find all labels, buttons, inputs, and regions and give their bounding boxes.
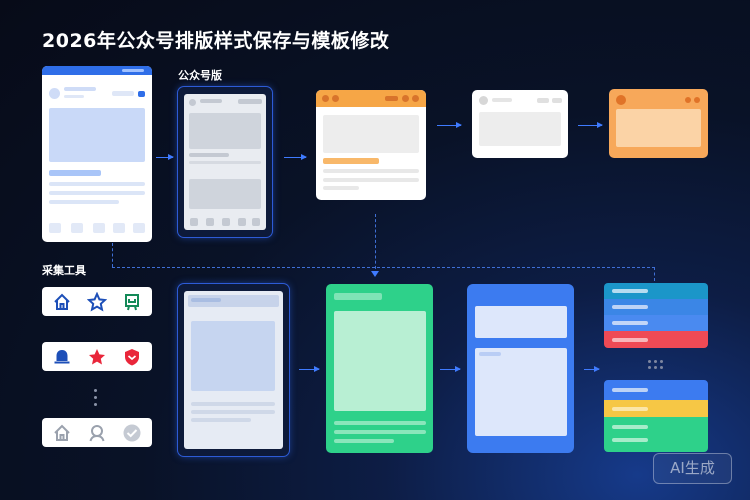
wechat-version-card: [178, 87, 272, 237]
dashed-line-right: [654, 267, 655, 281]
arrow-2: [284, 154, 307, 160]
page-title: 2026年公众号排版样式保存与模板修改: [42, 30, 390, 52]
arrow-7: [584, 366, 600, 372]
arrow-down: [371, 271, 379, 277]
search-icon: [89, 425, 105, 442]
arrow-6: [440, 366, 461, 372]
check-icon: [123, 424, 141, 442]
orange-final-card: [609, 89, 708, 158]
home-icon: [54, 293, 70, 310]
ai-generated-badge: AI生成: [653, 453, 732, 484]
arrow-3: [437, 122, 462, 128]
shield-icon: [125, 349, 139, 366]
icon-row-3[interactable]: [42, 418, 152, 447]
blue-template-card: [467, 284, 574, 453]
bell-icon: [54, 350, 70, 364]
source-article-card: [42, 66, 152, 242]
grid-dots: [648, 360, 664, 370]
stacked-list-top: [604, 283, 708, 348]
home-icon: [54, 424, 70, 441]
star-icon: [89, 349, 105, 365]
arrow-1: [156, 154, 174, 160]
stacked-list-bottom: [604, 380, 708, 452]
arrow-5: [299, 366, 320, 372]
more-indicator: [94, 389, 98, 407]
orange-template-card: [316, 90, 426, 200]
dashed-line-left: [112, 243, 113, 267]
white-template-card: [472, 90, 568, 158]
wechat-label: 公众号版: [178, 69, 222, 82]
star-icon: [87, 292, 107, 312]
collector-label: 采集工具: [42, 264, 86, 277]
arrow-4: [578, 122, 603, 128]
dashed-line-center: [375, 214, 376, 274]
icon-row-2[interactable]: [42, 342, 152, 371]
dashed-line-horizontal: [112, 267, 655, 268]
green-template-card: [326, 284, 433, 453]
cart-icon: [125, 294, 139, 311]
editor-card: [178, 284, 289, 456]
icon-row-1[interactable]: [42, 287, 152, 316]
